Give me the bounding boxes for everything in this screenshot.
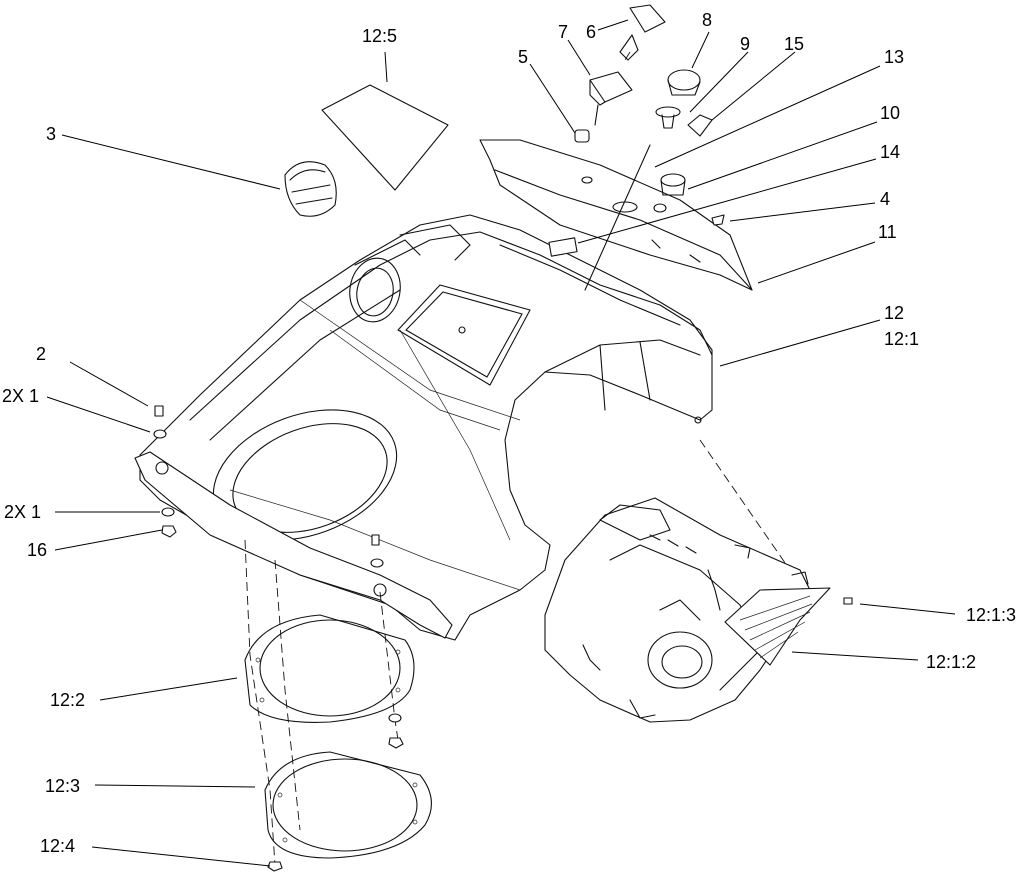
screw-4: [711, 214, 725, 226]
callout-2x1-a: 2X 1: [2, 386, 39, 406]
ignition-key: [619, 4, 666, 61]
callout-7: 7: [558, 22, 568, 42]
lower-shroud: [544, 497, 811, 723]
callout-14: 14: [880, 142, 900, 162]
hardware-left: [153, 405, 177, 538]
callout-9: 9: [740, 34, 750, 54]
callout-4: 4: [880, 189, 890, 209]
primer-bulb: [574, 71, 633, 143]
callout-11: 11: [878, 222, 897, 242]
callout-2: 2: [36, 344, 46, 364]
choke-knob: [667, 69, 701, 96]
callout-5: 5: [518, 47, 528, 67]
callout-6: 6: [586, 22, 596, 42]
callout-8: 8: [702, 10, 712, 30]
callout-12-5: 12:5: [362, 26, 397, 46]
callout-12-1-2: 12:1:2: [926, 652, 976, 672]
start-switch: [655, 106, 681, 129]
hardware-right: [267, 534, 404, 872]
ignition-switch: [660, 173, 686, 196]
callout-3: 3: [46, 124, 56, 144]
callout-12-1: 12:1: [884, 329, 919, 349]
mounting-bracket: [134, 451, 453, 639]
callout-12-1-3: 12:1:3: [966, 605, 1016, 625]
leader-lines: [46, 19, 956, 867]
callout-10: 10: [880, 103, 900, 123]
callout-16: 16: [27, 540, 47, 560]
callout-12-2: 12:2: [50, 690, 85, 710]
decal-12-5: [321, 84, 449, 191]
gasket-plate-12-3: [264, 751, 432, 859]
callout-labels: 12:5 6 7 8 9 15 13 5 10 14 3 4 11 12 12:…: [2, 10, 1016, 856]
callout-12-3: 12:3: [45, 776, 80, 796]
callout-12-4: 12:4: [40, 836, 75, 856]
gas-cap: [284, 161, 337, 217]
rod-part: [584, 144, 651, 291]
callout-13: 13: [884, 47, 904, 67]
control-panel: [479, 139, 753, 291]
callout-2x1-b: 2X 1: [4, 502, 41, 522]
vent-grille: [724, 587, 831, 666]
wire-receptacle: [548, 237, 578, 257]
callout-12: 12: [884, 303, 904, 323]
screw-12-1-3: [843, 597, 853, 605]
callout-15: 15: [784, 34, 804, 54]
safety-key: [687, 114, 713, 137]
